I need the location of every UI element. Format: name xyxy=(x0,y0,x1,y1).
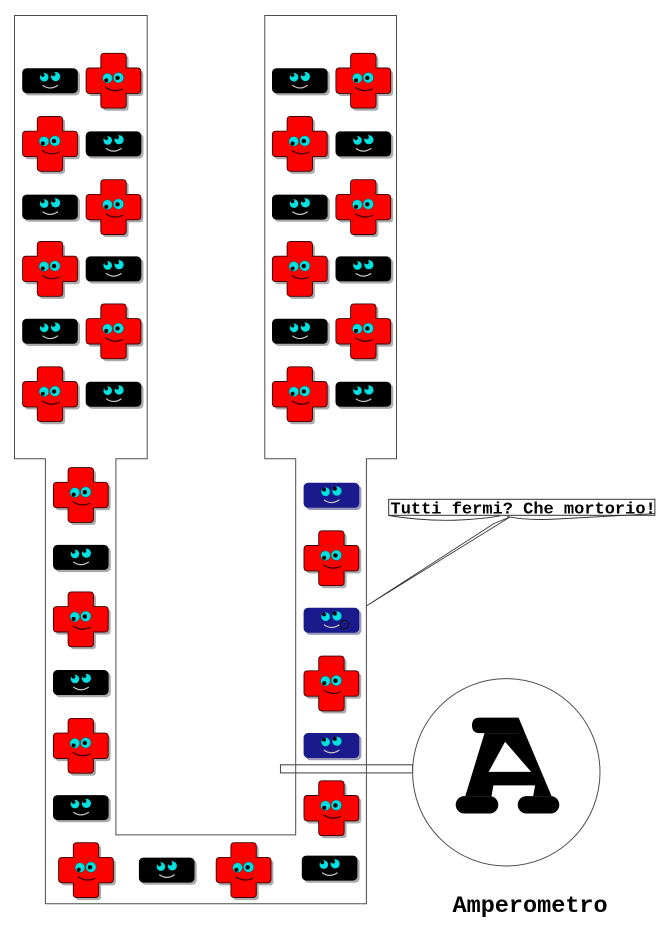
svg-text:Amperometro: Amperometro xyxy=(453,893,608,920)
svg-text:Tutti fermi? Che mortorio!: Tutti fermi? Che mortorio! xyxy=(391,501,656,520)
